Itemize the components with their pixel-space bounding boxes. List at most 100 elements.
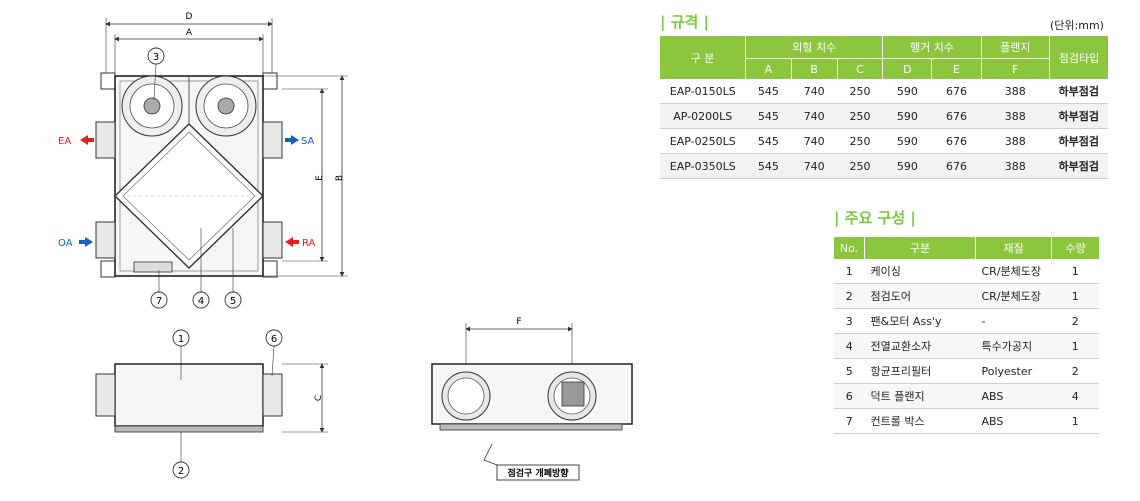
port-sa-label: SA [301,136,315,147]
cell-no: 7 [834,408,865,434]
table-row: AP-0200LS 545 740 250 590 676 388 하부점검 [660,103,1108,129]
cell-model: AP-0200LS [660,103,746,129]
cell-a: 545 [745,153,792,179]
header-a: A [745,58,792,79]
arrow-left-icon [80,135,94,145]
callout-6: 6 [271,334,277,345]
cell-c: 250 [837,128,883,154]
table-row: 3 팬&모터 Ass'y - 2 [834,308,1099,334]
cell-material: CR/분체도장 [975,283,1052,309]
cell-type: 하부점검 [1049,79,1108,104]
table-row: 2 점검도어 CR/분체도장 1 [834,283,1099,309]
cell-material: ABS [975,383,1052,409]
spec-title: | 규격 | [660,13,710,31]
side-view: F 점검구 개폐방향 [431,317,633,481]
cell-f: 388 [981,153,1050,179]
dim-f-label: F [516,317,521,327]
cell-name: 점검도어 [864,283,976,309]
cell-material: ABS [975,408,1052,434]
table-row: 5 항균프리필터 Polyester 2 [834,358,1099,384]
cell-b: 740 [791,128,838,154]
cell-no: 4 [834,333,865,359]
cell-name: 팬&모터 Ass'y [864,308,976,334]
cell-e: 676 [931,103,982,129]
cell-model: EAP-0250LS [660,128,746,154]
dim-c-label: C [314,395,324,401]
technical-drawings: D A E [58,12,633,481]
header-outer: 외형 치수 [745,36,884,59]
table-row: EAP-0150LS 545 740 250 590 676 388 하부점검 [660,79,1108,104]
header-hanger: 행거 치수 [882,36,982,59]
header-f: F [981,58,1051,79]
cell-type: 하부점검 [1049,103,1108,129]
cell-c: 250 [837,79,883,104]
header-c: C [837,58,884,79]
cell-no: 5 [834,358,865,384]
cell-name: 항균프리필터 [864,358,976,384]
header-name: 구분 [864,237,976,259]
port-ea-label: EA [58,136,71,147]
callout-4: 4 [198,296,204,307]
cell-no: 1 [834,259,865,284]
table-row: EAP-0250LS 545 740 250 590 676 388 하부점검 [660,128,1108,154]
cell-material: 특수가공지 [975,333,1052,359]
cell-qty: 1 [1051,259,1099,284]
cell-qty: 2 [1051,358,1099,384]
header-qty: 수량 [1051,237,1099,259]
cell-name: 케이싱 [864,259,976,284]
dim-e-label: E [315,175,325,181]
callout-1: 1 [178,334,184,345]
header-no: No. [834,237,865,259]
cell-f: 388 [981,79,1050,104]
cell-b: 740 [791,79,838,104]
cell-model: EAP-0150LS [660,79,746,104]
cell-name: 덕트 플랜지 [864,383,976,409]
header-e: E [931,58,982,79]
cell-e: 676 [931,79,982,104]
cell-type: 하부점검 [1049,128,1108,154]
cell-qty: 1 [1051,408,1099,434]
header-flange: 플랜지 [981,36,1051,59]
cell-d: 590 [882,79,932,104]
front-view: C 1 6 2 [95,329,328,479]
arrow-right-icon [79,237,93,247]
parts-title: | 주요 구성 | [834,209,916,227]
callout-3: 3 [153,52,159,63]
cell-a: 545 [745,128,792,154]
cell-e: 676 [931,153,982,179]
cell-material: CR/분체도장 [975,259,1052,284]
cell-no: 3 [834,308,865,334]
cell-f: 388 [981,128,1050,154]
dim-a-label: A [186,28,193,38]
cell-qty: 1 [1051,333,1099,359]
cell-name: 전열교환소자 [864,333,976,359]
cell-c: 250 [837,103,883,129]
port-ra-label: RA [302,238,316,249]
cell-b: 740 [791,103,838,129]
cell-material: - [975,308,1052,334]
header-d: D [882,58,933,79]
cell-f: 388 [981,103,1050,129]
cell-qty: 1 [1051,283,1099,309]
table-row: EAP-0350LS 545 740 250 590 676 388 하부점검 [660,153,1108,179]
spec-table: 구 분 외형 치수 행거 치수 플랜지 점검타입 A B C D E F EAP… [660,36,1108,179]
cell-c: 250 [837,153,883,179]
table-row: 6 덕트 플랜지 ABS 4 [834,383,1099,409]
cell-name: 컨트롤 박스 [864,408,976,434]
cell-qty: 4 [1051,383,1099,409]
header-category: 구 분 [660,36,746,79]
top-view: D A E [58,12,348,309]
callout-2: 2 [178,466,184,477]
cell-b: 740 [791,153,838,179]
header-b: B [791,58,838,79]
cell-a: 545 [745,103,792,129]
cell-no: 6 [834,383,865,409]
table-row: 7 컨트롤 박스 ABS 1 [834,408,1099,434]
port-oa-label: OA [58,238,73,249]
parts-table: No. 구분 재질 수량 1 케이싱 CR/분체도장 1 2 점검도어 CR/분… [834,237,1099,434]
callout-5: 5 [230,296,236,307]
cell-e: 676 [931,128,982,154]
cell-no: 2 [834,283,865,309]
table-row: 4 전열교환소자 특수가공지 1 [834,333,1099,359]
dim-b-label: B [335,175,345,181]
